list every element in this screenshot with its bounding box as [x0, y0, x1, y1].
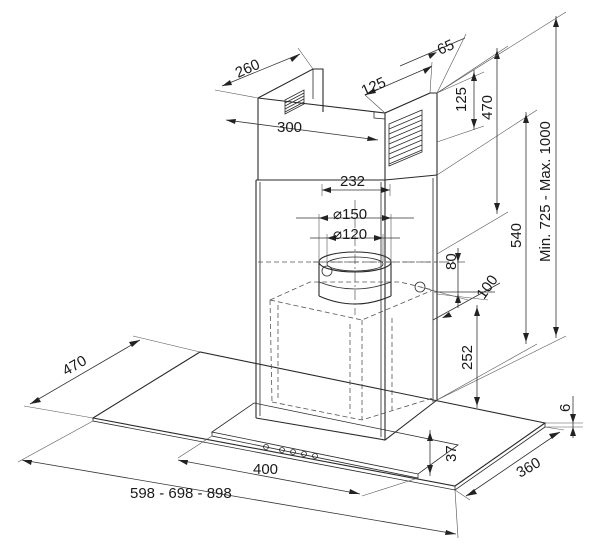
- label-bracket-offset: 65: [435, 36, 457, 58]
- label-upper-height: 470: [479, 95, 496, 120]
- label-bracket-depth: 125: [359, 74, 389, 100]
- control-button-4: [312, 453, 318, 459]
- label-lower-height: 540: [508, 223, 525, 248]
- lower-chimney: [255, 174, 438, 441]
- control-button-1: [279, 447, 285, 453]
- label-outlet-offset: 100: [473, 272, 501, 302]
- upper-chimney: [257, 68, 438, 180]
- center-lines: [313, 200, 465, 315]
- label-glass-thickness: 6: [557, 404, 574, 412]
- control-button-light: [263, 444, 269, 450]
- label-chimney-width: 300: [277, 119, 302, 136]
- duct-screw-left: [321, 265, 333, 277]
- label-control-height: 37: [443, 445, 460, 462]
- control-button-2: [290, 449, 296, 455]
- label-chimney-depth: 260: [233, 56, 263, 82]
- duct-screw-right: [414, 281, 426, 293]
- label-outlet-small: ⌀120: [333, 226, 367, 243]
- label-total-height: Min. 725 - Max. 1000: [537, 121, 554, 262]
- dimension-lines: [17, 11, 583, 539]
- label-control-width: 400: [253, 461, 278, 478]
- left-vent-grille: [284, 89, 305, 115]
- label-bracket-height: 125: [453, 87, 470, 112]
- label-outlet-large: ⌀150: [333, 206, 367, 223]
- duct-outlet: [318, 251, 426, 305]
- label-canopy-depth-left: 470: [60, 352, 90, 379]
- control-panel: [211, 402, 459, 479]
- label-canopy-widths: 598 - 698 - 898: [130, 485, 232, 502]
- label-outlet-height: 80: [443, 253, 460, 270]
- right-vent-grille: [388, 109, 423, 167]
- label-canopy-depth-right: 360: [514, 454, 544, 481]
- motor-box-hidden: [258, 261, 438, 421]
- label-body-height: 252: [459, 345, 476, 370]
- control-button-3: [301, 451, 307, 457]
- label-duct-width: 232: [340, 173, 365, 190]
